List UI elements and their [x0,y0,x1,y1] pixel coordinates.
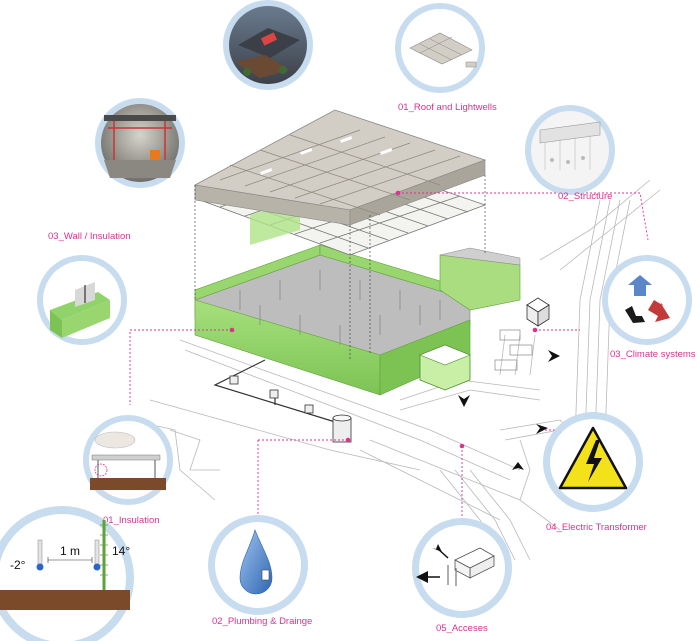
temp-outside: -2° [10,558,26,572]
roof-plane [193,109,487,226]
acceses-circle [412,518,512,618]
roof-module-circle [395,3,485,93]
water-tank [332,414,352,443]
insulation-circle [83,415,173,505]
transformer-cube [526,297,550,327]
distance-label: 1 m [60,544,80,558]
insulation-label: 01_Insulation [103,515,160,526]
plumbing-label: 02_Plumbing & Drainge [212,616,312,627]
connector-dots [229,190,538,449]
aerial-photo-circle [223,0,313,90]
acceses-label: 05_Acceses [436,623,488,634]
outdoor-furniture [494,329,533,371]
annex-floor [439,247,521,266]
roof-label: 01_Roof and Lightwells [398,102,497,113]
site-arrows [458,350,560,470]
columns [239,270,441,345]
structure-label: 02_Structure [558,191,612,202]
electric-label: 04_Electric Transformer [546,522,647,533]
interior-photo-circle [95,98,185,188]
construction-lines [194,175,486,360]
plumbing-circle [208,515,308,615]
electric-circle [543,412,643,512]
wall-circle [37,255,127,345]
temp-inside: 14° [112,544,130,558]
climate-circle [602,255,692,345]
insulation-detail-circle [0,506,134,641]
plumbing-boxes [229,375,314,414]
lightning-icon [586,440,602,482]
structure-circle [525,105,615,195]
climate-label: 03_Climate systems [610,349,696,360]
wall-label: 03_Wall / Insulation [48,231,131,242]
site-ground-lines [129,179,661,561]
